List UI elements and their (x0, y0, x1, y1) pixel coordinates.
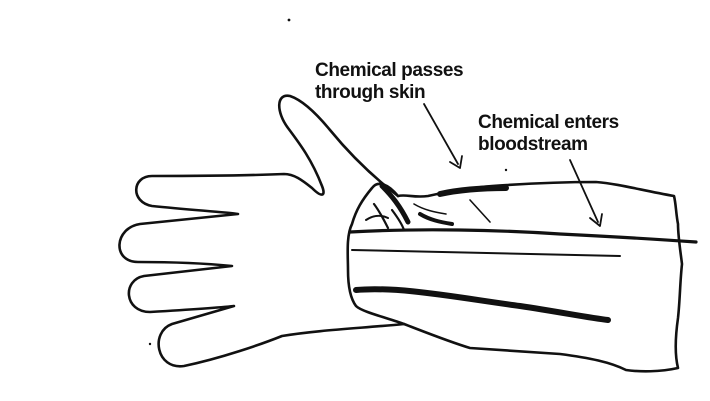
skin-surface-line (440, 188, 506, 194)
forearm-outline (348, 182, 682, 371)
bloodstream-arrow (570, 160, 598, 222)
skin-arrow (424, 104, 458, 164)
lower-vein (356, 289, 608, 320)
label-blood-line2: bloodstream (478, 134, 619, 156)
label-blood-line1: Chemical enters (478, 112, 619, 134)
vessel-arrow (470, 200, 490, 222)
label-chemical-enters-bloodstream: Chemical enters bloodstream (478, 112, 619, 156)
wrist-texture-stroke (420, 214, 452, 224)
label-skin-line1: Chemical passes (315, 60, 463, 82)
label-skin-line2: through skin (315, 82, 463, 104)
lower-blood-vessel (352, 250, 620, 256)
label-chemical-passes-through-skin: Chemical passes through skin (315, 60, 463, 104)
upper-blood-vessel (350, 230, 696, 242)
